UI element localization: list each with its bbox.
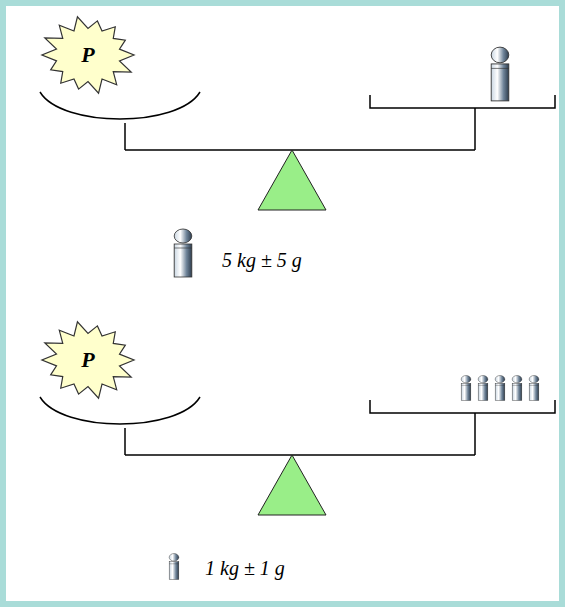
star-label: P <box>81 349 94 371</box>
weight-5kg-icon <box>174 229 192 277</box>
weight-1kg-icon <box>169 554 179 580</box>
starburst-shape: P <box>40 320 136 400</box>
slide-frame <box>3 3 562 604</box>
balance-bottom <box>40 397 555 515</box>
weights-1kg <box>461 376 539 401</box>
starburst-shape: P <box>40 15 136 95</box>
tolerance-label: 5 kg ± 5 g <box>222 249 302 271</box>
tolerance-label: 1 kg ± 1 g <box>205 557 285 579</box>
star-label: P <box>81 44 94 66</box>
balance-top <box>40 92 555 210</box>
weight-5kg <box>491 47 509 101</box>
